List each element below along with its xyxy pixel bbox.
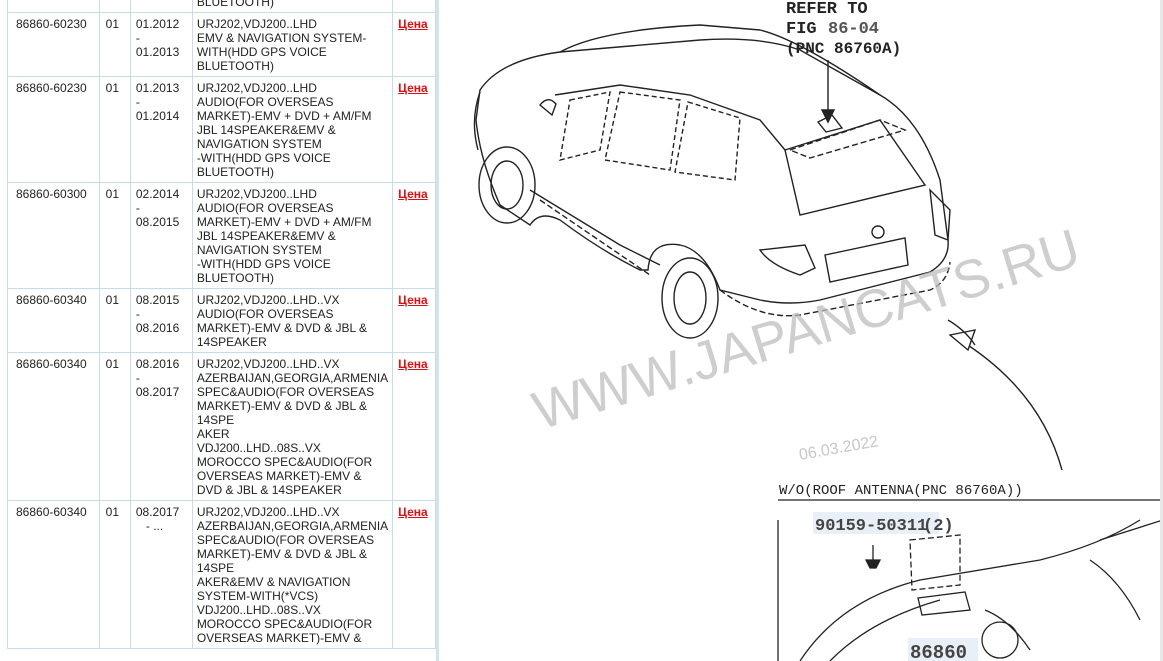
price-link[interactable]: Цена xyxy=(398,357,428,371)
price-link[interactable]: Цена xyxy=(398,81,428,95)
date-to: 01.2013 xyxy=(135,45,180,59)
bolt-part-qty: (2) xyxy=(923,517,954,536)
part-number: 86860-60340 xyxy=(16,505,87,519)
date-to: 08.2017 xyxy=(135,385,180,399)
diagram-svg: REFER TO FIG 86-04 (PNC 86760A) WWW.JAPA… xyxy=(473,0,1163,661)
date-separator: - ... xyxy=(145,519,164,533)
date-separator: - xyxy=(135,371,140,385)
date-separator: - xyxy=(135,201,140,215)
panel-divider[interactable] xyxy=(436,0,439,661)
table-row: 86860-60230 01 01.2013-01.2014 URJ202,VDJ20… xyxy=(7,76,436,183)
date-separator: - xyxy=(135,307,140,321)
refer-to-text: REFER TO xyxy=(786,0,868,19)
variant-code: 01 xyxy=(105,357,119,371)
date-separator: - xyxy=(135,95,140,109)
row-description: URJ202,VDJ200..LHD EMV & NAVIGATION SYST… xyxy=(196,17,367,73)
parts-diagram: REFER TO FIG 86-04 (PNC 86760A) WWW.JAPA… xyxy=(440,0,1163,661)
date-from: 02.2014 xyxy=(135,187,180,201)
watermark-date: 06.03.2022 xyxy=(798,433,880,464)
part-number: 86860-60230 xyxy=(16,17,87,31)
price-link[interactable]: Цена xyxy=(398,293,428,307)
watermark: WWW.JAPANCATS.RU xyxy=(526,218,1087,441)
price-link[interactable]: Цена xyxy=(398,187,428,201)
row-description: URJ202,VDJ200..LHD..VX AZERBAIJAN,GEORGI… xyxy=(196,357,389,497)
row-description: URJ202,VDJ200..LHD..VX AZERBAIJAN,GEORGI… xyxy=(196,505,389,645)
date-from: 08.2016 xyxy=(135,357,180,371)
table-row: 86860-60340 01 08.2017- ... URJ202,VDJ200..… xyxy=(7,500,436,649)
row-description-fragment: BLUETOOTH) xyxy=(196,0,274,9)
without-roof-antenna-label: W/O(ROOF ANTENNA(PNC 86760A)) xyxy=(779,483,1023,499)
price-link[interactable]: Цена xyxy=(398,17,428,31)
part-number: 86860-60340 xyxy=(16,357,87,371)
date-separator: - xyxy=(135,31,140,45)
table-row: BLUETOOTH) xyxy=(7,0,436,13)
table-row: 86860-60300 01 02.2014-08.2015 URJ202,VDJ20… xyxy=(7,182,436,289)
date-from: 01.2013 xyxy=(135,81,180,95)
variant-code: 01 xyxy=(105,17,119,31)
row-description: URJ202,VDJ200..LHD..VX AUDIO(FOR OVERSEA… xyxy=(196,293,368,349)
table-row: 86860-60230 01 01.2012-01.2013 URJ202,VDJ20… xyxy=(7,12,436,77)
variant-code: 01 xyxy=(105,81,119,95)
price-link[interactable]: Цена xyxy=(398,505,428,519)
table-row: 86860-60340 01 08.2016-08.2017 URJ202,VDJ20… xyxy=(7,352,436,501)
variant-code: 01 xyxy=(105,505,119,519)
main-part-number-link[interactable]: 86860 xyxy=(910,642,967,661)
row-description: URJ202,VDJ200..LHD AUDIO(FOR OVERSEAS MA… xyxy=(196,187,372,285)
row-description: URJ202,VDJ200..LHD AUDIO(FOR OVERSEAS MA… xyxy=(196,81,372,179)
bolt-part-highlight xyxy=(813,512,939,534)
main-part-highlight xyxy=(908,638,978,661)
date-to: 01.2014 xyxy=(135,109,180,123)
date-from: 08.2017 xyxy=(135,505,180,519)
variant-code: 01 xyxy=(105,187,119,201)
table-row: 86860-60340 01 08.2015-08.2016 URJ202,VDJ20… xyxy=(7,288,436,353)
part-number: 86860-60230 xyxy=(16,81,87,95)
vehicle-drawing xyxy=(473,24,1063,471)
date-to: 08.2016 xyxy=(135,321,180,335)
part-number: 86860-60340 xyxy=(16,293,87,307)
scrollbar[interactable] xyxy=(1160,0,1163,661)
bolt-part-number-link[interactable]: 90159-50311 xyxy=(815,517,927,536)
part-number: 86860-60300 xyxy=(16,187,87,201)
fig-number-link[interactable]: 86-04 xyxy=(828,20,879,39)
variant-code: 01 xyxy=(105,293,119,307)
date-from: 08.2015 xyxy=(135,293,180,307)
pnc-reference: (PNC 86760A) xyxy=(786,40,901,58)
date-from: 01.2012 xyxy=(135,17,180,31)
dashboard-drawing xyxy=(777,499,1163,661)
fig-label: FIG xyxy=(786,20,817,39)
date-to: 08.2015 xyxy=(135,215,180,229)
